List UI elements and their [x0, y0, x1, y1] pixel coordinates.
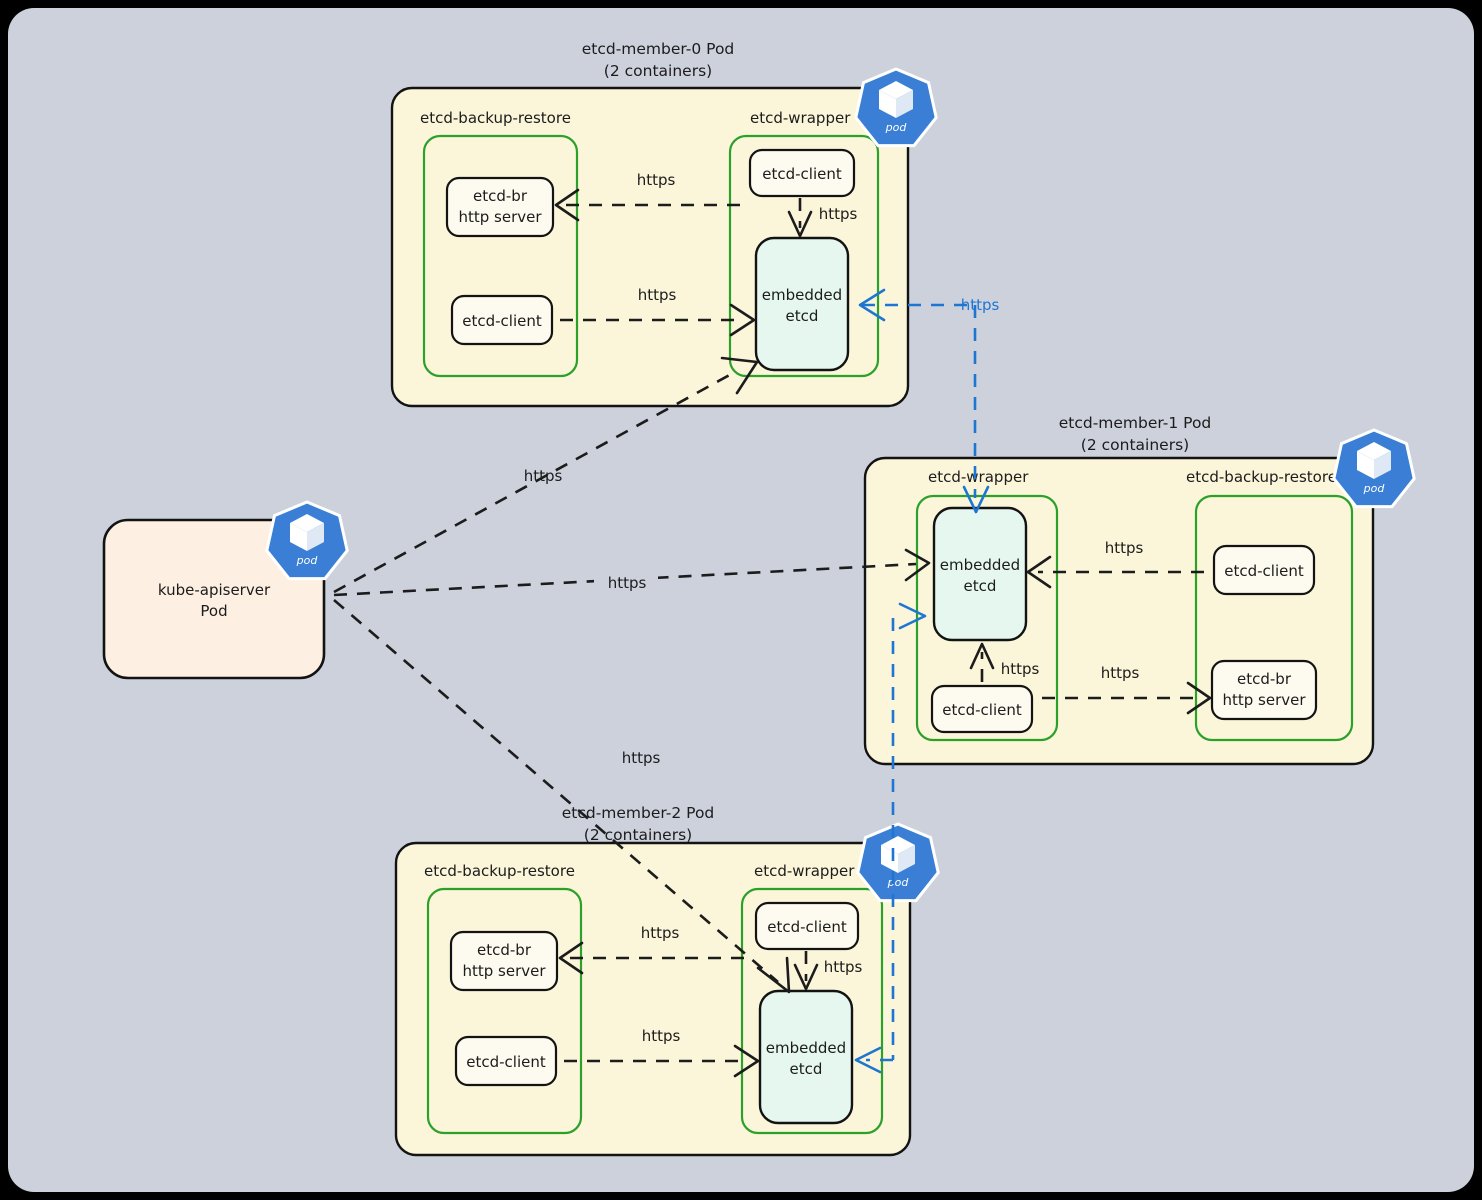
- pod-1-k8s-icon-text: pod: [1363, 482, 1386, 495]
- pod-1-k8s-icon: pod: [1332, 428, 1416, 509]
- pod-etcd-member-2[interactable]: etcd-member-2 Pod (2 containers) etcd-ba…: [394, 804, 940, 1157]
- pod-1-title-line2: (2 containers): [1081, 436, 1189, 454]
- pod-0-title-line1: etcd-member-0 Pod: [582, 40, 735, 58]
- pod-1-edge-label-3: https: [1101, 664, 1140, 682]
- pod-1-node-embedded-etcd[interactable]: [932, 506, 1028, 642]
- pod-0-k8s-icon-text: pod: [885, 121, 908, 134]
- arrowhead-apiserver-pod2: [756, 956, 791, 994]
- pod-0-arrowhead-etcd-top: [787, 210, 813, 238]
- pod-0-node-embedded-etcd[interactable]: [754, 236, 850, 372]
- pod-2-node-br-http-server[interactable]: [449, 930, 559, 992]
- edge-label-bg-apiserver-pod1: [594, 572, 658, 590]
- pod-2-k8s-icon-text: pod: [887, 876, 910, 889]
- pod-0-edge-label-2: https: [819, 205, 858, 223]
- pod-0-edge-label-3: https: [638, 286, 677, 304]
- pod-2-container-backup-restore[interactable]: [426, 887, 583, 1135]
- pod-1-node-wrapper-etcd-client[interactable]: [930, 684, 1034, 734]
- pod-0-node-br-etcd-client-label: etcd-client: [462, 312, 542, 330]
- pod-2-arrowhead-etcd-top: [793, 963, 819, 991]
- kube-apiserver-k8s-icon: pod: [265, 500, 349, 581]
- edge-label-apiserver-pod1: https: [608, 574, 647, 592]
- pod-0-node-embedded-etcd-line2: etcd: [786, 307, 819, 325]
- pod-0-k8s-icon: pod: [854, 67, 938, 148]
- pod-2-node-wrapper-etcd-client-label: etcd-client: [767, 918, 847, 936]
- kube-apiserver-label-line2: Pod: [200, 602, 227, 620]
- pod-0-node-br-etcd-client[interactable]: [450, 294, 554, 346]
- pod-2-container-label-wrapper: etcd-wrapper: [754, 862, 855, 880]
- pod-0-node-wrapper-etcd-client[interactable]: [748, 148, 856, 198]
- pod-1-title-line1: etcd-member-1 Pod: [1059, 414, 1212, 432]
- edge-apiserver-to-pod2: [333, 599, 779, 983]
- pod-2-edge-label-2: https: [824, 958, 863, 976]
- pod-1-node-embedded-etcd-line1: embedded: [940, 556, 1020, 574]
- pod-2-arrowhead-etcd-left: [733, 1044, 760, 1078]
- pod-2-container-wrapper[interactable]: [740, 887, 884, 1135]
- pod-1-node-br-http-server-line1: etcd-br: [1237, 670, 1292, 688]
- pod-etcd-member-0[interactable]: etcd-member-0 Pod (2 containers) etcd-ba…: [390, 40, 938, 408]
- pod-1-node-br-etcd-client-label: etcd-client: [1224, 562, 1304, 580]
- edge-label-apiserver-pod2: https: [622, 749, 661, 767]
- edge-label-peer-0-1: https: [961, 296, 1000, 314]
- pod-0-node-embedded-etcd-line1: embedded: [762, 286, 842, 304]
- pod-0-node-wrapper-etcd-client-label: etcd-client: [762, 165, 842, 183]
- pod-2-edge-label-1: https: [641, 924, 680, 942]
- pod-1-edge-label-2: https: [1001, 660, 1040, 678]
- pod-1-container-label-wrapper: etcd-wrapper: [928, 468, 1029, 486]
- pod-1-node-wrapper-etcd-client-label: etcd-client: [942, 701, 1022, 719]
- pod-2-node-br-etcd-client-label: etcd-client: [466, 1053, 546, 1071]
- pod-2-edge-label-3: https: [642, 1027, 681, 1045]
- pod-0-edge-label-1: https: [637, 171, 676, 189]
- pod-1-arrowhead-brserver: [1186, 681, 1212, 715]
- kube-apiserver-box[interactable]: [102, 518, 326, 680]
- pod-0-node-br-http-server[interactable]: [445, 176, 555, 238]
- pod-1-arrowhead-etcd-bottom: [969, 642, 995, 670]
- pod-1-container-backup-restore[interactable]: [1194, 494, 1354, 742]
- pod-1-container-wrapper[interactable]: [915, 494, 1059, 742]
- arrowhead-peer-to-pod1-etcd: [962, 485, 990, 514]
- pod-1-node-br-etcd-client[interactable]: [1212, 544, 1316, 596]
- arrowhead-peer-to-pod0-etcd: [858, 288, 886, 322]
- pod-2-title-line1: etcd-member-2 Pod: [562, 804, 715, 822]
- pod-2-node-embedded-etcd-line2: etcd: [790, 1060, 823, 1078]
- edge-apiserver-to-pod0: [333, 370, 736, 594]
- kube-apiserver-label-line1: kube-apiserver: [158, 581, 271, 599]
- pod-0-node-br-http-server-line1: etcd-br: [473, 187, 528, 205]
- pod-2-node-br-etcd-client[interactable]: [454, 1035, 558, 1087]
- pod-1-container-label-backup-restore: etcd-backup-restore: [1186, 468, 1337, 486]
- pod-0-title-line2: (2 containers): [604, 62, 712, 80]
- arrowhead-apiserver-pod0: [720, 356, 759, 395]
- arrowhead-peer-to-pod1-etcd-left: [898, 602, 927, 630]
- pod-0-container-wrapper[interactable]: [728, 134, 880, 378]
- pod-1-node-br-http-server[interactable]: [1210, 659, 1318, 721]
- pod-1-edge-label-1: https: [1105, 539, 1144, 557]
- pod-2-node-br-http-server-line1: etcd-br: [477, 941, 532, 959]
- arrowhead-apiserver-pod1: [904, 548, 931, 582]
- edge-label-apiserver-pod0: https: [524, 467, 563, 485]
- pod-2-k8s-icon: pod: [856, 822, 940, 903]
- pod-2-title-line2: (2 containers): [584, 826, 692, 844]
- pod-2-container-label-backup-restore: etcd-backup-restore: [424, 862, 575, 880]
- pod-2-node-br-http-server-line2: http server: [462, 962, 546, 980]
- kube-apiserver-pod[interactable]: kube-apiserver Pod pod: [102, 500, 349, 680]
- pod-1-node-br-http-server-line2: http server: [1222, 691, 1306, 709]
- pod-0-node-br-http-server-line2: http server: [458, 208, 542, 226]
- pod-0-container-label-wrapper: etcd-wrapper: [750, 109, 851, 127]
- pod-2-node-embedded-etcd[interactable]: [758, 989, 854, 1125]
- pod-0-arrowhead-etcd-left: [729, 303, 756, 337]
- pod-2-node-embedded-etcd-line1: embedded: [766, 1039, 846, 1057]
- kube-apiserver-k8s-icon-text: pod: [296, 554, 319, 567]
- pod-2-arrowhead-brserver: [558, 941, 584, 975]
- pod-0-arrowhead-brserver: [554, 188, 580, 222]
- pod-1-node-embedded-etcd-line2: etcd: [964, 577, 997, 595]
- pod-1-arrowhead-etcd-right: [1026, 555, 1052, 589]
- arrowhead-peer-to-pod2-etcd: [854, 1046, 882, 1074]
- pod-0-container-backup-restore[interactable]: [422, 134, 579, 378]
- edge-apiserver-to-pod1: [333, 562, 917, 597]
- pod-etcd-member-1[interactable]: etcd-member-1 Pod (2 containers) etcd-wr…: [863, 414, 1416, 766]
- pod-2-node-wrapper-etcd-client[interactable]: [754, 901, 860, 951]
- pod-0-container-label-backup-restore: etcd-backup-restore: [420, 109, 571, 127]
